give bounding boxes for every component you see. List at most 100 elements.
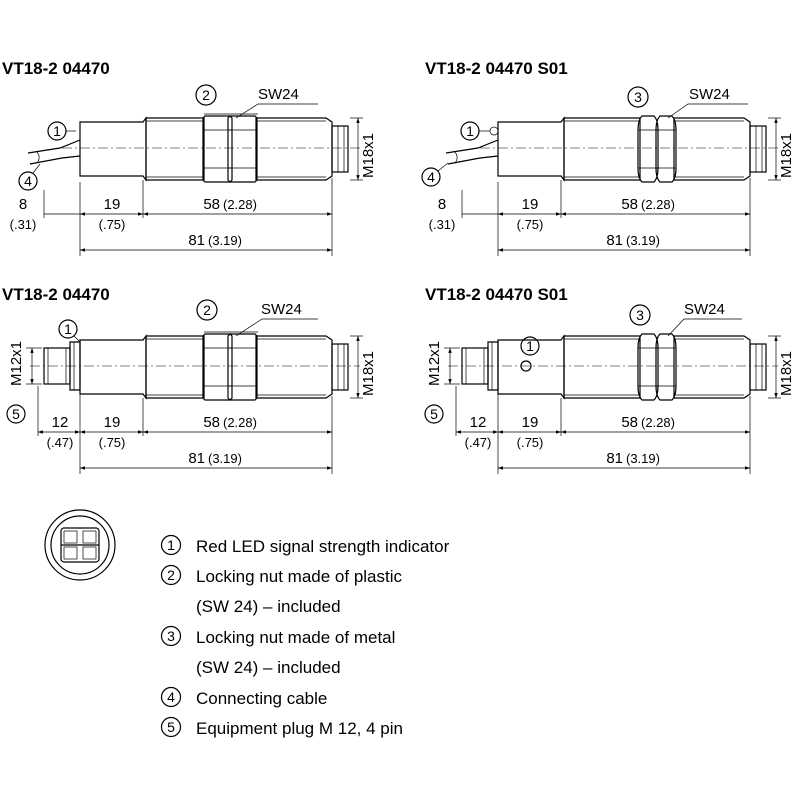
wrench-size-label: SW24 — [235, 86, 318, 119]
svg-text:Locking nut made of metal: Locking nut made of metal — [196, 628, 395, 647]
dim-81: 81 — [606, 450, 623, 467]
dim-81-inch: (3.19) — [626, 233, 660, 248]
svg-text:M18x1: M18x1 — [360, 351, 377, 396]
front-dim-inch: (.31) — [429, 217, 456, 232]
dim-19: 19 — [104, 414, 121, 431]
equipment-plug-m12 — [461, 341, 499, 391]
dim-81: 81 — [188, 450, 205, 467]
svg-text:M18x1: M18x1 — [778, 351, 795, 396]
dim-81-inch: (3.19) — [626, 451, 660, 466]
svg-text:2: 2 — [202, 87, 210, 103]
svg-text:5: 5 — [430, 406, 438, 422]
drawing-plug-metal-nut: VT18-2 04470 S01 1 — [424, 285, 795, 474]
connecting-cable — [445, 139, 499, 165]
svg-text:Equipment plug M 12, 4 pin: Equipment plug M 12, 4 pin — [196, 719, 403, 738]
svg-text:M18x1: M18x1 — [360, 133, 377, 178]
sensor-body — [62, 113, 360, 183]
callout-nut: 3 — [629, 304, 651, 326]
callout-led: 1 — [58, 319, 81, 343]
plug-thread-dimension: M12x1 — [426, 341, 460, 386]
drawing-title: VT18-2 04470 S01 — [425, 285, 568, 304]
svg-text:1: 1 — [466, 123, 474, 139]
dim-19: 19 — [522, 414, 539, 431]
front-dim-inch: (.47) — [465, 435, 492, 450]
svg-text:3: 3 — [634, 89, 642, 105]
svg-text:(SW 24) – included: (SW 24) – included — [196, 658, 341, 677]
dim-81: 81 — [188, 232, 205, 249]
wrench-size-label: SW24 — [667, 86, 748, 119]
callout-connector: 4 — [18, 163, 41, 191]
connecting-cable — [27, 139, 81, 165]
sensor-front-view-icon — [44, 509, 116, 581]
dim-58-inch: (2.28) — [223, 415, 257, 430]
sensor-body — [448, 333, 778, 401]
svg-text:4: 4 — [24, 173, 32, 189]
equipment-plug-m12 — [43, 341, 81, 391]
callout-nut: 2 — [195, 84, 217, 106]
drawing-title: VT18-2 04470 S01 — [425, 59, 568, 78]
front-dim: 8 — [19, 196, 27, 213]
legend-item-5: 5 Equipment plug M 12, 4 pin — [160, 716, 403, 738]
svg-text:Red LED signal strength indica: Red LED signal strength indicator — [196, 537, 450, 556]
front-dim-inch: (.47) — [47, 435, 74, 450]
callout-led: 1 — [47, 121, 76, 141]
svg-text:M12x1: M12x1 — [426, 341, 443, 386]
svg-text:5: 5 — [12, 406, 20, 422]
legend-item-3: 3 Locking nut made of metal — [160, 625, 395, 647]
legend-item-2-cont: (SW 24) – included — [196, 597, 341, 616]
svg-text:1: 1 — [53, 123, 61, 139]
dim-19-inch: (.75) — [517, 217, 544, 232]
svg-text:SW24: SW24 — [258, 86, 299, 103]
wrench-size-label: SW24 — [235, 301, 318, 337]
drawing-cable-plastic-nut: VT18-2 04470 1 — [2, 59, 377, 256]
thread-dimension: M18x1 — [768, 335, 795, 399]
dim-19: 19 — [522, 196, 539, 213]
svg-text:Connecting cable: Connecting cable — [196, 689, 327, 708]
svg-text:(SW 24) – included: (SW 24) – included — [196, 597, 341, 616]
svg-text:2: 2 — [203, 302, 211, 318]
dim-19-inch: (.75) — [99, 435, 126, 450]
sensor-body — [480, 115, 778, 183]
dimension-lines — [461, 178, 751, 256]
svg-text:M12x1: M12x1 — [8, 341, 25, 386]
dimension-lines — [43, 178, 333, 256]
svg-text:SW24: SW24 — [261, 301, 302, 318]
svg-text:4: 4 — [427, 169, 435, 185]
dim-19-inch: (.75) — [517, 435, 544, 450]
svg-text:2: 2 — [167, 567, 175, 583]
svg-text:SW24: SW24 — [689, 86, 730, 103]
drawing-plug-plastic-nut: VT18-2 04470 1 — [2, 285, 377, 474]
callout-led: 1 — [460, 121, 499, 141]
thread-dimension: M18x1 — [350, 335, 377, 399]
plug-thread-dimension: M12x1 — [8, 341, 42, 386]
callout-connector: 5 — [424, 404, 444, 424]
dim-58: 58 — [203, 196, 220, 213]
dim-81-inch: (3.19) — [208, 451, 242, 466]
dim-58-inch: (2.28) — [223, 197, 257, 212]
thread-dimension: M18x1 — [350, 117, 377, 181]
legend-item-3-cont: (SW 24) – included — [196, 658, 341, 677]
svg-text:3: 3 — [167, 628, 175, 644]
front-dim: 12 — [52, 414, 69, 431]
front-dim: 8 — [438, 196, 446, 213]
front-dim: 12 — [470, 414, 487, 431]
svg-text:4: 4 — [167, 689, 175, 705]
svg-text:1: 1 — [167, 537, 175, 553]
legend: 1 Red LED signal strength indicator 2 Lo… — [160, 534, 450, 738]
legend-item-4: 4 Connecting cable — [160, 686, 327, 708]
dim-58: 58 — [621, 196, 638, 213]
svg-text:SW24: SW24 — [684, 301, 725, 318]
dim-58-inch: (2.28) — [641, 197, 675, 212]
svg-text:1: 1 — [526, 338, 534, 354]
dim-81: 81 — [606, 232, 623, 249]
wrench-size-label: SW24 — [667, 301, 742, 337]
drawing-title: VT18-2 04470 — [2, 285, 110, 304]
legend-item-2: 2 Locking nut made of plastic — [160, 564, 403, 586]
dimension-lines — [37, 386, 333, 474]
dimension-lines — [455, 386, 751, 474]
dim-58: 58 — [203, 414, 220, 431]
svg-text:Locking nut made of plastic: Locking nut made of plastic — [196, 567, 403, 586]
dim-58-inch: (2.28) — [641, 415, 675, 430]
svg-text:5: 5 — [167, 719, 175, 735]
